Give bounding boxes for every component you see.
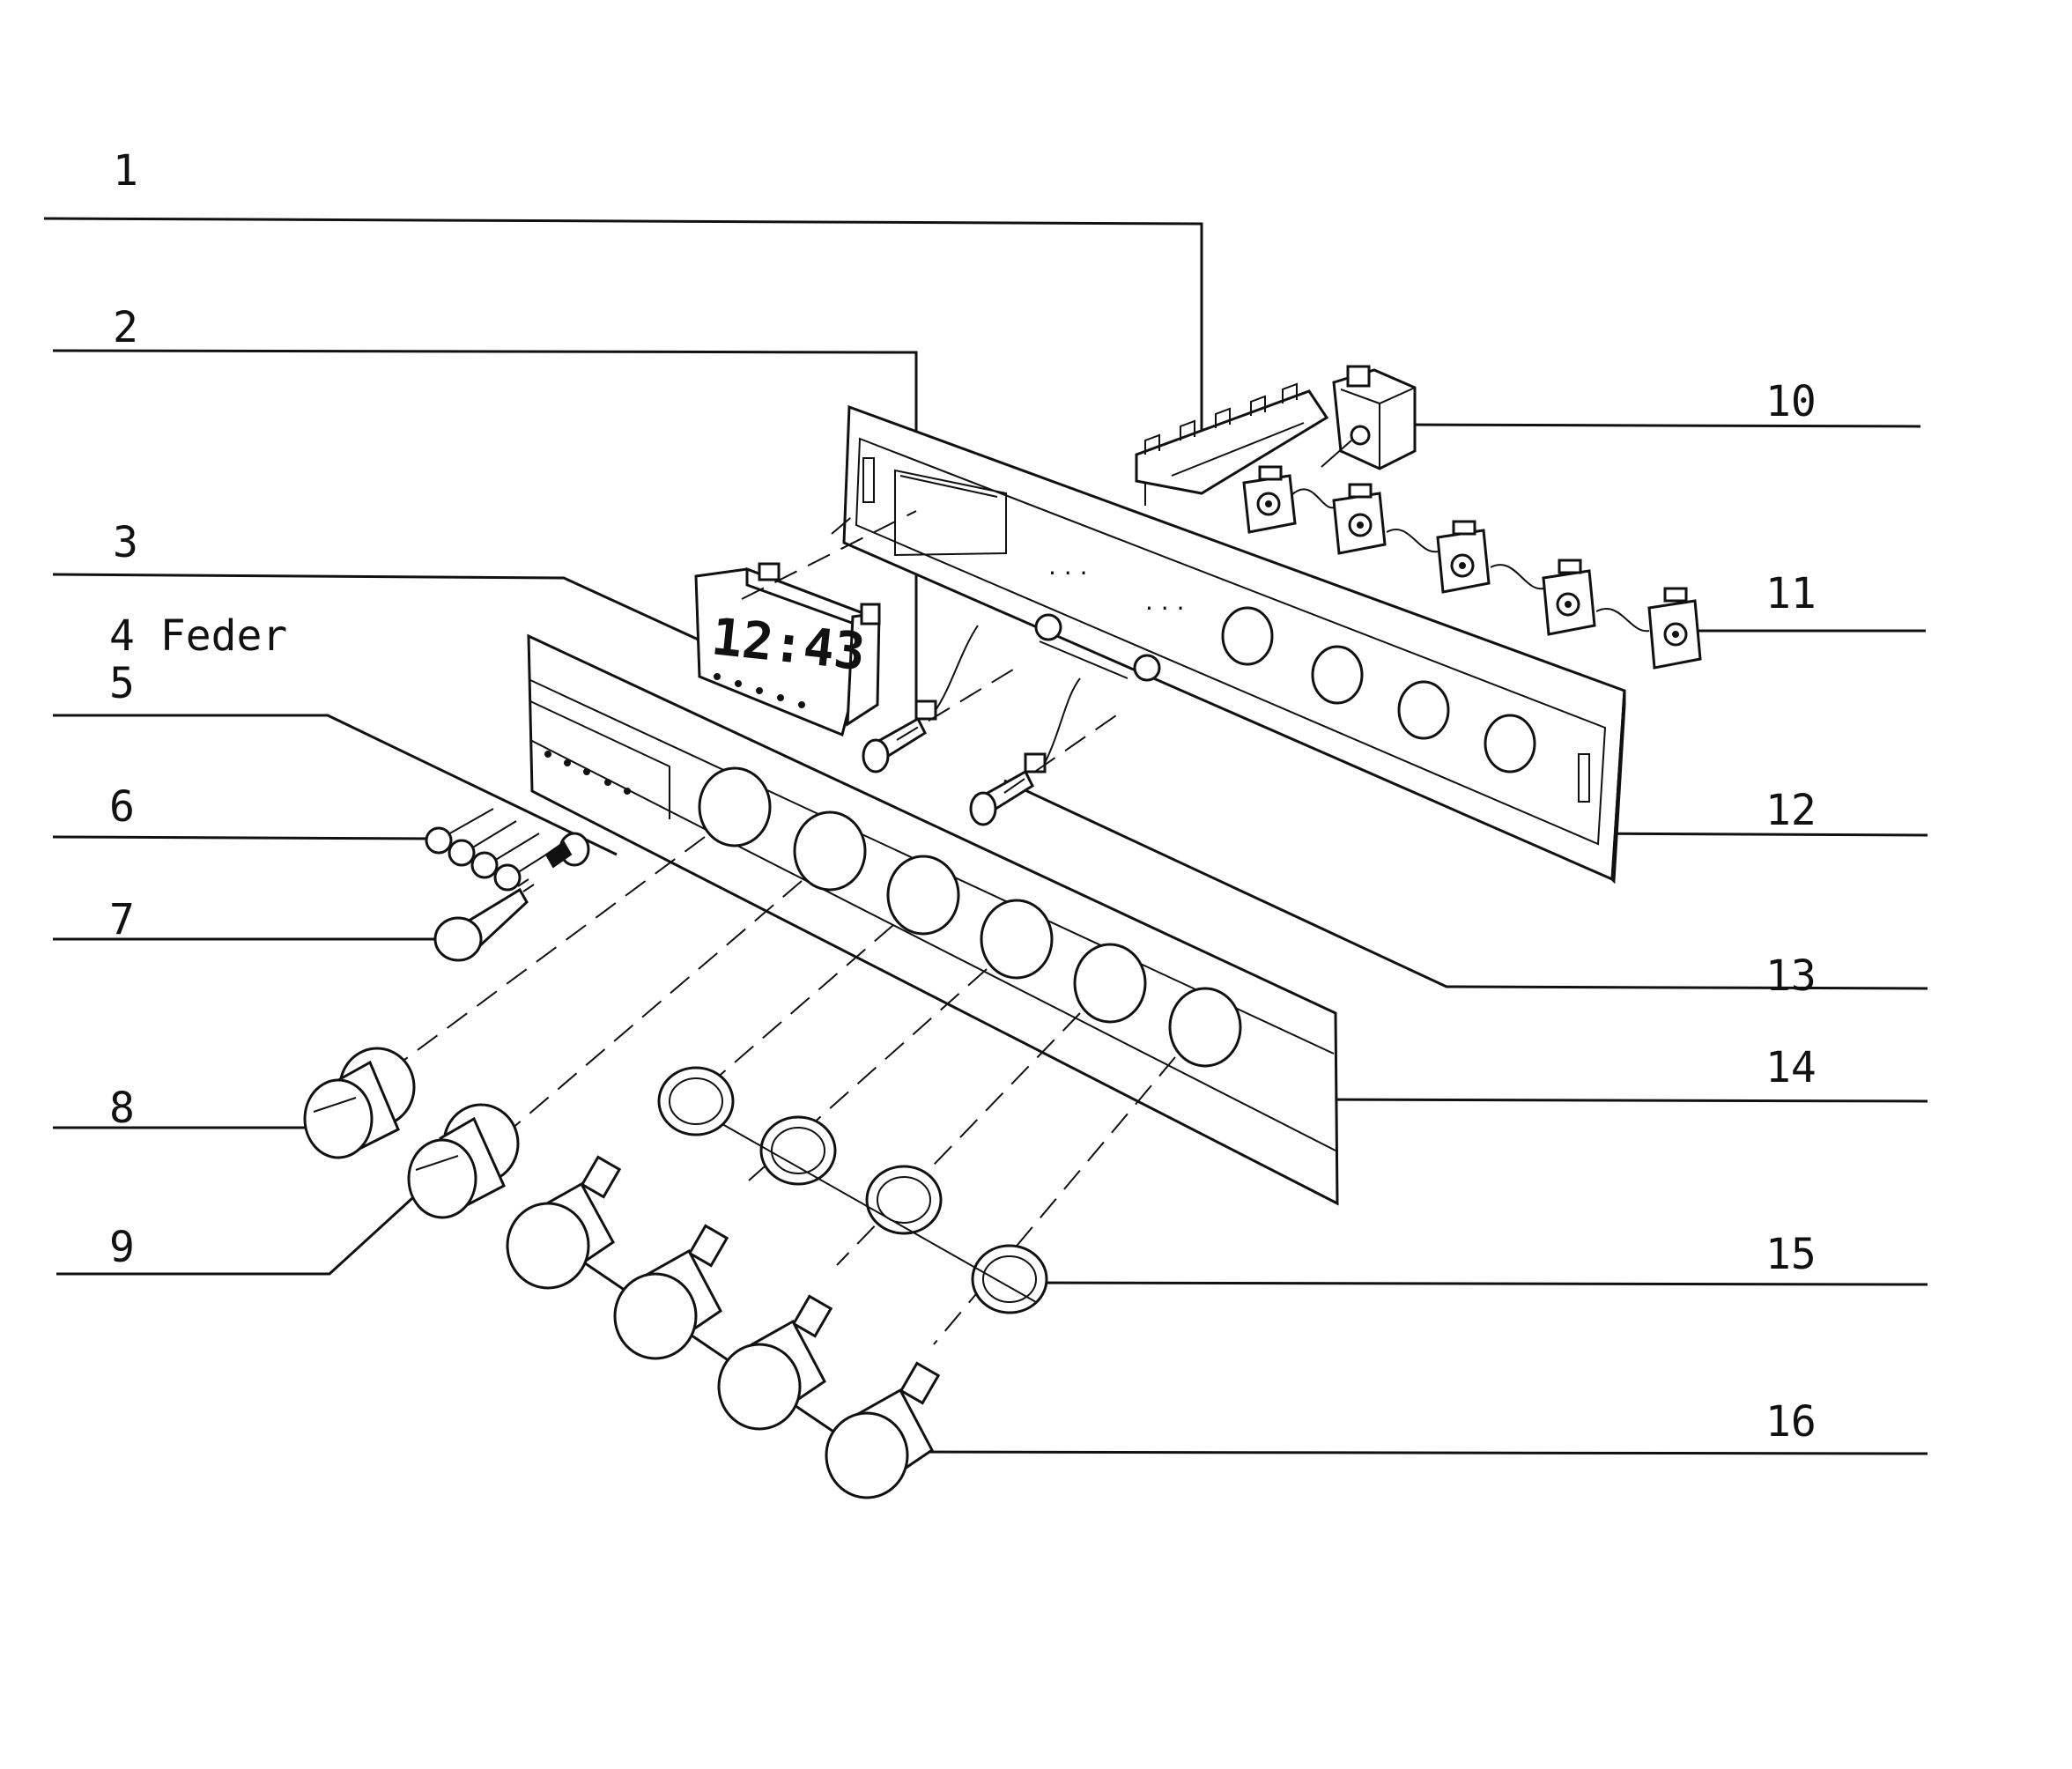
clock-module: 12:43 <box>694 562 881 737</box>
push-buttons <box>425 808 590 892</box>
knob-16-c <box>717 1294 833 1431</box>
label-2: 2 <box>113 303 138 352</box>
leader-9 <box>56 1179 433 1276</box>
switch-unit-1 <box>1242 465 1297 534</box>
label-4: 4 Feder <box>109 611 287 661</box>
label-9: 9 <box>109 1223 135 1272</box>
knob-9 <box>407 1103 520 1219</box>
callout-labels: 1 2 3 4 Feder 5 6 7 8 9 10 11 12 13 14 1… <box>109 146 1817 1447</box>
label-3: 3 <box>113 518 138 567</box>
knob-16-group <box>506 1155 941 1499</box>
label-10: 10 <box>1765 377 1817 426</box>
leader-lines <box>43 217 1928 1455</box>
switch-module <box>1135 382 1329 506</box>
switch-units <box>1242 465 1702 670</box>
leader-15 <box>1026 1281 1928 1286</box>
label-13: 13 <box>1765 951 1817 1001</box>
front-panel <box>527 633 1339 1206</box>
switch-unit-3 <box>1436 520 1491 594</box>
label-15: 15 <box>1765 1230 1817 1279</box>
indicator-lamps <box>862 625 1081 826</box>
back-panel: . . . . . . <box>842 404 1626 884</box>
leader-10 <box>1400 423 1921 428</box>
leader-13 <box>1003 779 1928 990</box>
trim-rings <box>657 1066 1048 1314</box>
svg-text:. . .: . . . <box>1048 551 1088 581</box>
label-6: 6 <box>109 782 135 832</box>
leader-6 <box>52 835 441 840</box>
selector-switch <box>1321 365 1417 470</box>
knob-16-d <box>825 1361 941 1499</box>
front-panel-holes <box>698 766 1242 1068</box>
svg-text:. . .: . . . <box>1145 587 1185 616</box>
knob-7 <box>433 887 529 962</box>
label-14: 14 <box>1765 1043 1817 1092</box>
leader-3 <box>52 573 734 657</box>
label-7: 7 <box>109 895 135 944</box>
leader-1 <box>43 217 1203 439</box>
switch-unit-5 <box>1647 587 1702 670</box>
front-panel-button-dots <box>544 751 631 795</box>
knob-8 <box>303 1047 416 1159</box>
label-12: 12 <box>1765 786 1817 835</box>
knob-16-a <box>506 1155 622 1290</box>
clock-indicator-dots <box>714 673 805 708</box>
switch-unit-2 <box>1332 483 1387 555</box>
label-1: 1 <box>113 146 138 196</box>
leader-5 <box>53 714 618 856</box>
label-5: 5 <box>109 659 135 708</box>
switch-unit-4 <box>1542 559 1596 636</box>
leader-14 <box>1291 1098 1928 1103</box>
knob-16-b <box>613 1224 729 1360</box>
label-11: 11 <box>1765 569 1817 618</box>
leader-2 <box>52 349 918 703</box>
back-panel-holes <box>1221 606 1536 773</box>
label-16: 16 <box>1765 1397 1817 1447</box>
label-8: 8 <box>109 1084 135 1133</box>
